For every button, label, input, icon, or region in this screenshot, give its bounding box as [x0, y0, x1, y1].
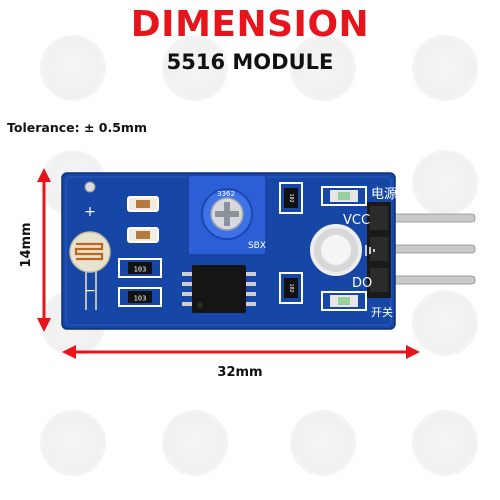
watermark-circle [290, 410, 356, 476]
watermark-circle [412, 290, 478, 356]
page-subtitle: 5516 MODULE [166, 50, 334, 74]
do-label: DO [352, 276, 372, 291]
page-title: DIMENSION [130, 4, 370, 45]
svg-text:SBX: SBX [248, 241, 266, 251]
watermark-circle [40, 35, 106, 101]
svg-text:103: 103 [134, 295, 147, 303]
watermark-circle [162, 410, 228, 476]
minus-label: − [84, 283, 96, 299]
capacitor [127, 227, 159, 243]
potentiometer: 3362 SBX [187, 174, 267, 256]
vcc-label: VCC [343, 213, 370, 228]
svg-text:102: 102 [288, 283, 294, 292]
resistor-103: 103 [118, 287, 162, 307]
capacitor [127, 196, 159, 212]
watermark-circle [412, 410, 478, 476]
width-dimension-label: 32mm [217, 365, 263, 380]
resistor-103: 103 [118, 258, 162, 278]
switch-label: 开关 [371, 305, 393, 319]
watermark-circle [40, 410, 106, 476]
watermark-circle [412, 150, 478, 216]
resistor-102: 102 [279, 272, 303, 304]
resistor-102: 102 [279, 182, 303, 214]
watermark-circle [162, 35, 228, 101]
indicator-led [84, 181, 96, 193]
svg-text:103: 103 [134, 266, 147, 274]
tolerance-note: Tolerance: ± 0.5mm [7, 120, 147, 135]
svg-text:102: 102 [288, 193, 294, 202]
power-label: 电源 [371, 187, 397, 202]
header-pins [379, 213, 476, 285]
ic-chip [182, 265, 256, 313]
svg-text:3362: 3362 [217, 190, 235, 198]
plus-label: + [84, 204, 96, 220]
height-dimension-label: 14mm [19, 222, 34, 268]
signal-led [321, 291, 367, 311]
power-led [321, 186, 367, 206]
ground-symbol-icon [365, 245, 375, 256]
watermark-circle [290, 35, 356, 101]
watermark-circle [412, 35, 478, 101]
photoresistor [69, 231, 111, 310]
